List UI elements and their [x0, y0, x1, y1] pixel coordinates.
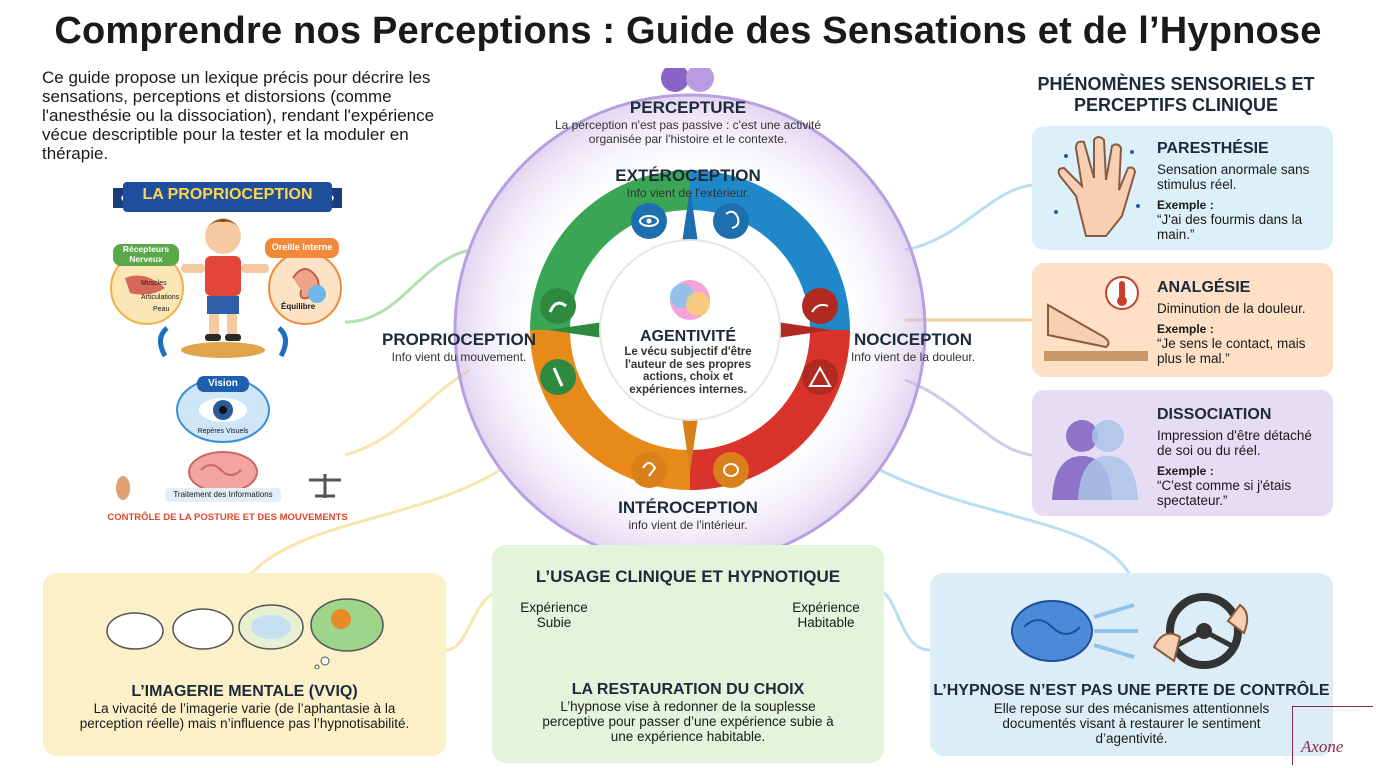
hypnose-text: Elle repose sur des mécanismes attention… — [993, 701, 1270, 746]
percepture-text: La perception n'est pas passive : c'est … — [554, 118, 822, 146]
ear-icon — [713, 203, 749, 239]
perception-wheel — [453, 68, 927, 567]
analgesie-card: ANALGÉSIE Diminution de la douleur. Exem… — [1032, 263, 1333, 377]
receptors-label: Récepteurs Nerveux — [122, 244, 170, 264]
agentivite-title: AGENTIVITÉ — [639, 328, 736, 345]
paresthesie-title: PARESTHÉSIE — [1157, 140, 1269, 157]
imagery-title: L’IMAGERIE MENTALE (VVIQ) — [131, 683, 358, 700]
right-column-header: PHÉNOMÈNES SENSORIELS ET PERCEPTIFS CLIN… — [1037, 74, 1315, 115]
proprioception-illustration: LA PROPRIOCEPTION Récepteurs Nerveux Mus… — [105, 178, 350, 528]
axone-logo-text: Axone — [1301, 737, 1344, 756]
percepture-block: PERCEPTURE La perception n'est pas passi… — [530, 98, 846, 146]
vision-label: Vision — [208, 378, 238, 389]
thermometer-finger-icon — [1044, 276, 1148, 361]
nociception-title: NOCICEPTION — [853, 330, 973, 349]
muscle-icon — [540, 288, 576, 324]
experience-subie-label: Expérience Subie — [520, 600, 588, 630]
dissociation-example: “C'est comme si j'étais spectateur.” — [1157, 478, 1292, 508]
intro-text: Ce guide propose un lexique précis pour … — [42, 68, 435, 163]
posture-footer: CONTRÔLE DE LA POSTURE ET DES MOUVEMENTS — [107, 512, 348, 523]
peau-label: Peau — [153, 306, 170, 313]
interoception-text: info vient de l'intérieur. — [628, 518, 748, 532]
proprioception-title: PROPRIOCEPTION — [382, 330, 536, 349]
paresthesie-example: “J'ai des fourmis dans la main.” — [1157, 212, 1303, 242]
imagery-text: La vivacité de l’imagerie varie (de l’ap… — [79, 701, 410, 731]
proprioception-text: Info vient du mouvement. — [391, 350, 527, 364]
dissociation-card: DISSOCIATION Impression d'être détaché d… — [1032, 390, 1333, 516]
exteroception-block: EXTÉROCEPTION Info vient de l'extérieur. — [598, 166, 778, 200]
heart-icon — [631, 452, 667, 488]
warning-icon — [802, 359, 838, 395]
dissociation-title: DISSOCIATION — [1157, 406, 1272, 423]
analgesie-example-label: Exemple : — [1157, 322, 1214, 336]
inner-ear-label: Oreille Interne — [271, 242, 333, 252]
agentivite-block: AGENTIVITÉ Le vécu subjectif d'être l'au… — [622, 328, 754, 396]
analgesie-example: “Je sens le contact, mais plus le mal.” — [1157, 336, 1306, 366]
dissociation-desc: Impression d'être détaché de soi ou du r… — [1157, 428, 1312, 458]
equilibre-label: Équilibre — [281, 302, 316, 311]
axone-logo: Axone — [1292, 706, 1373, 765]
paresthesie-card: PARESTHÉSIE Sensation anormale sans stim… — [1032, 126, 1333, 250]
muscles-label: Muscles — [141, 280, 167, 287]
visual-cues-label: Repères Visuels — [197, 428, 249, 435]
dissociation-example-label: Exemple : — [1157, 464, 1214, 478]
experience-habitable-label: Expérience Habitable — [792, 600, 860, 630]
hypnose-title: L’HYPNOSE N’EST PAS UNE PERTE DE CONTRÔL… — [933, 682, 1330, 699]
nociception-block: NOCICEPTION Info vient de la douleur. — [838, 330, 988, 364]
agentivite-text: Le vécu subjectif d'être l'auteur de ses… — [624, 346, 752, 396]
nociception-text: Info vient de la douleur. — [850, 350, 976, 364]
proprioception-figure — [110, 182, 342, 502]
analgesie-title: ANALGÉSIE — [1157, 279, 1251, 296]
percepture-title: PERCEPTURE — [629, 98, 747, 117]
thought-clouds-icon — [106, 598, 384, 669]
interoception-title: INTÉROCEPTION — [618, 498, 758, 517]
hand-icon — [1054, 136, 1140, 237]
interoception-block: INTÉROCEPTION info vient de l'intérieur. — [598, 498, 778, 532]
dissociation-figures-icon — [1052, 420, 1138, 500]
analgesie-desc: Diminution de la douleur. — [1157, 301, 1306, 316]
articulations-label: Articulations — [141, 294, 180, 301]
imagery-panel: L’IMAGERIE MENTALE (VVIQ) La vivacité de… — [43, 573, 446, 756]
usage-title: L’USAGE CLINIQUE ET HYPNOTIQUE — [535, 567, 841, 586]
paresthesie-example-label: Exemple : — [1157, 198, 1214, 212]
paresthesie-desc: Sensation anormale sans stimulus réel. — [1157, 162, 1310, 192]
proprioception-block: PROPRIOCEPTION Info vient du mouvement. — [370, 330, 548, 364]
page-title: Comprendre nos Perceptions : Guide des S… — [54, 10, 1322, 52]
brain-steering-icon — [1011, 593, 1249, 669]
restore-text: L’hypnose vise à redonner de la soupless… — [542, 699, 834, 744]
exteroception-title: EXTÉROCEPTION — [615, 166, 761, 185]
stomach-icon — [713, 452, 749, 488]
usage-panel: L’USAGE CLINIQUE ET HYPNOTIQUE Expérienc… — [492, 545, 884, 763]
restore-title: LA RESTAURATION DU CHOIX — [571, 681, 805, 698]
proprio-banner: LA PROPRIOCEPTION — [142, 186, 313, 203]
processing-label: Traitement des Informations — [173, 490, 273, 499]
hypnose-panel: L’HYPNOSE N’EST PAS UNE PERTE DE CONTRÔL… — [930, 573, 1333, 756]
exteroception-text: Info vient de l'extérieur. — [626, 186, 750, 200]
